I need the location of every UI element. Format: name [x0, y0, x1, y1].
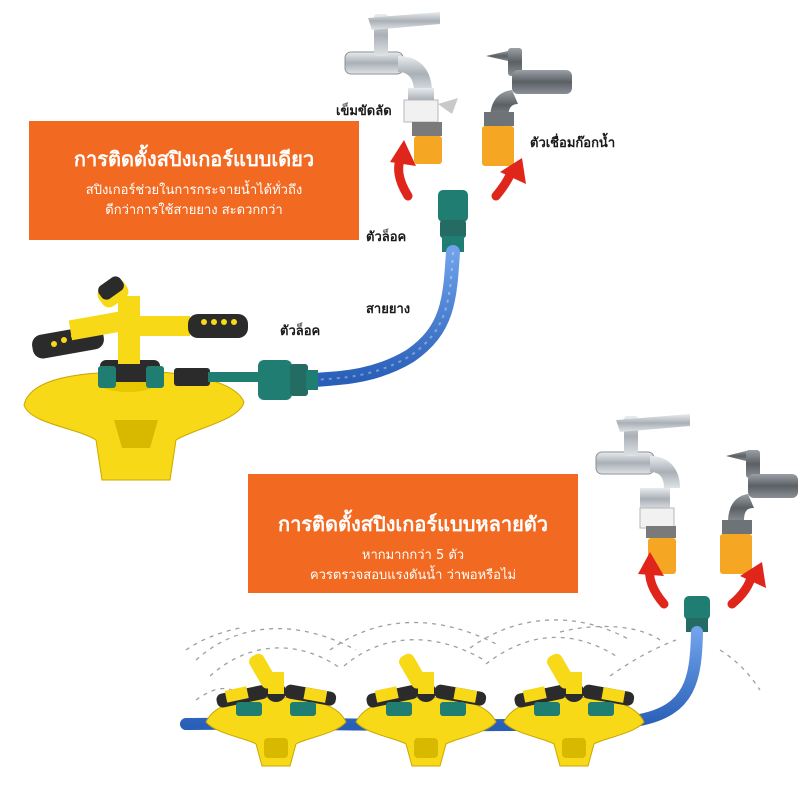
label-lock-left: ตัวล็อค: [280, 324, 321, 339]
label-clamp: เข็มขัดลัด: [336, 104, 392, 119]
label-lock-top: ตัวล็อค: [366, 230, 407, 245]
arrow-up-left: [390, 140, 416, 201]
label-tap-connector: ตัวเชื่อมก๊อกน้ำ: [530, 136, 616, 151]
sprinkler-small-3: [503, 651, 645, 767]
clamp-adapter-top: [403, 98, 458, 164]
faucet-silver-bottom: [595, 414, 690, 574]
single-install-title: การติดตั้งสปิงเกอร์แบบเดียว: [73, 147, 315, 171]
hose-top: [309, 245, 460, 387]
single-install-banner: การติดตั้งสปิงเกอร์แบบเดียว สปิงเกอร์ช่ว…: [29, 121, 359, 240]
single-install-desc-2: ดีกว่าการใช้สายยาง สะดวกกว่า: [105, 203, 283, 218]
sprinkler-small-1: [205, 651, 347, 767]
faucet-silver-top: [344, 12, 440, 112]
quick-connector-left: [258, 360, 318, 400]
multi-install-desc-1: หากมากกว่า 5 ตัว: [361, 548, 465, 563]
single-install-desc-1: สปิงเกอร์ช่วยในการกระจายน้ำได้ทั่วถึง: [85, 183, 303, 198]
multi-install-title: การติดตั้งสปิงเกอร์แบบหลายตัว: [277, 512, 549, 536]
arrow-up-left-bottom: [638, 552, 669, 609]
quick-connector-bottom: [684, 596, 710, 632]
label-hose: สายยาง: [366, 302, 411, 317]
sprinkler-small-2: [355, 651, 497, 767]
arrow-up-right: [491, 158, 526, 201]
quick-connector-top: [438, 190, 468, 252]
multi-install-banner: การติดตั้งสปิงเกอร์แบบหลายตัว หากมากกว่า…: [248, 474, 578, 593]
water-spray: [185, 619, 761, 701]
arrow-up-right-bottom: [727, 562, 766, 609]
faucet-dark-top: [482, 48, 572, 166]
faucet-dark-bottom: [720, 450, 798, 574]
sprinkler-large: [23, 276, 258, 481]
multi-install-desc-2: ควรตรวจสอบแรงดันน้ำ ว่าพอหรือไม่: [309, 568, 517, 583]
